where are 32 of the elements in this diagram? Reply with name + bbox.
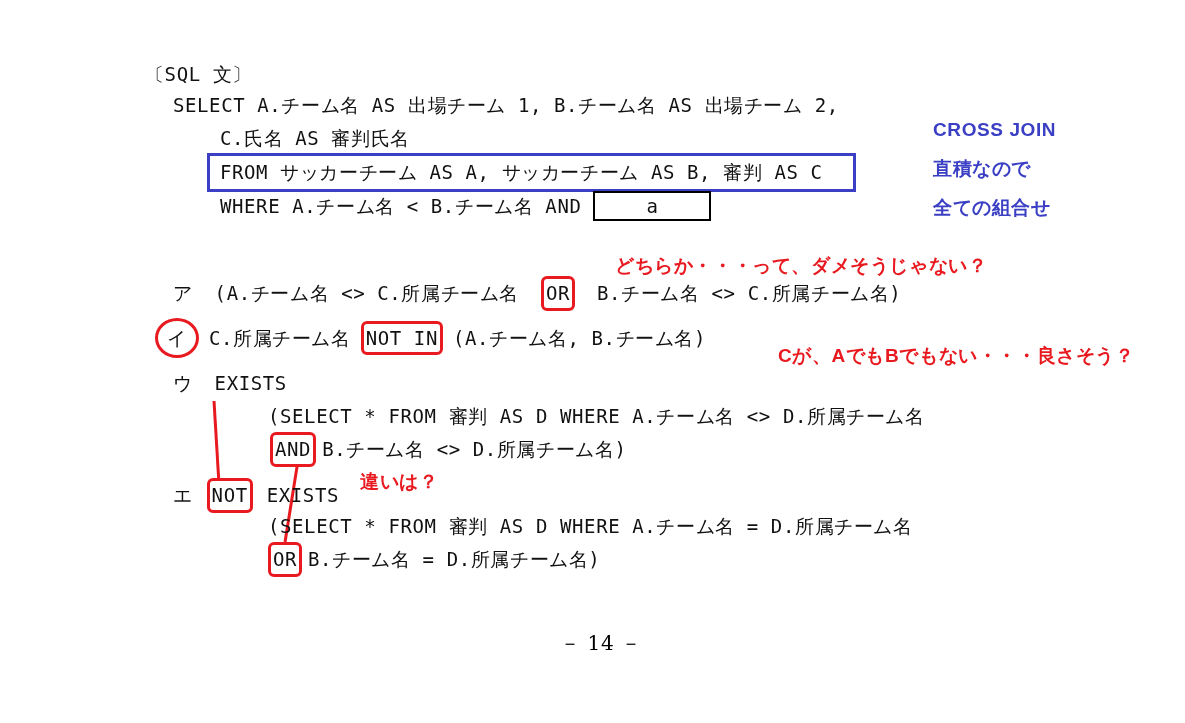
- code-text: SELECT A.チーム名 AS 出場チーム 1, B.チーム名 AS 出場チーム 2,: [173, 93, 839, 118]
- code-text: 〔SQL 文〕: [145, 62, 252, 87]
- highlight-box: OR: [268, 542, 303, 577]
- code-text: WHERE A.チーム名 < B.チーム名 AND: [220, 193, 582, 219]
- annotation-text: CROSS JOIN: [933, 118, 1057, 142]
- connector-line: [283, 466, 299, 543]
- highlight-box: FROM サッカーチーム AS A, サッカーチーム AS B, 審判 AS C: [207, 153, 856, 192]
- highlight-box: NOT IN: [360, 320, 443, 356]
- blank-answer-box: a: [593, 191, 712, 221]
- code-text: (A.チーム名 <> C.所属チーム名: [214, 281, 519, 306]
- code-text: (A.チーム名, B.チーム名): [452, 325, 707, 351]
- connector-line: [212, 400, 221, 479]
- code-text: EXISTS: [214, 371, 287, 396]
- highlight-box: OR: [540, 276, 576, 311]
- code-text: B.チーム名 = D.所属チーム名): [308, 547, 601, 572]
- annotation-text: 全ての組合せ: [933, 196, 1051, 220]
- highlight-box: AND: [270, 432, 317, 467]
- annotation-text: 直積なので: [933, 157, 1031, 181]
- code-text: (SELECT * FROM 審判 AS D WHERE A.チーム名 <> D.所属チーム名: [268, 404, 925, 429]
- annotation-text: Cが、AでもBでもない・・・良さそう？: [778, 344, 1135, 368]
- code-text: C.所属チーム名: [209, 325, 351, 351]
- code-text: ウ: [173, 371, 193, 396]
- code-text: C.氏名 AS 審判氏名: [220, 126, 410, 151]
- code-text: エ: [173, 483, 193, 508]
- page-number: － 14 －: [560, 630, 642, 657]
- annotation-text: 違いは？: [360, 470, 439, 494]
- annotation-text: どちらか・・・って、ダメそうじゃない？: [615, 254, 988, 278]
- code-text: ア: [173, 281, 193, 306]
- highlight-circle: イ: [155, 318, 199, 358]
- code-text: B.チーム名 <> D.所属チーム名): [322, 437, 627, 462]
- code-text: B.チーム名 <> C.所属チーム名): [597, 281, 902, 306]
- highlight-box: NOT: [206, 478, 253, 513]
